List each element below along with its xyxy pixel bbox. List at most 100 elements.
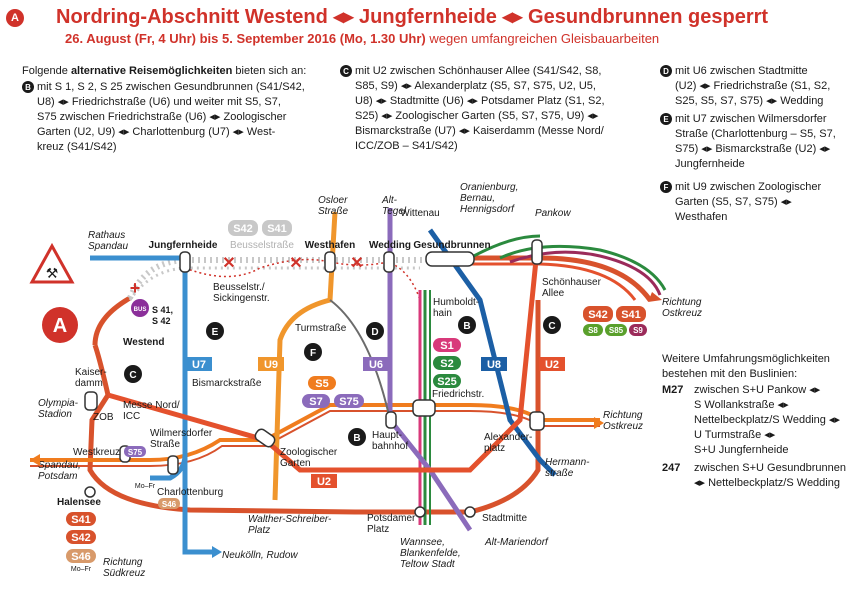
svg-text:B: B [353, 433, 360, 444]
badge-s75-westkreuz: S75 [124, 446, 146, 457]
bus-route-247: 247 zwischen S+U Gesundbrunnen ◂▸ Nettel… [662, 461, 862, 491]
option-c-line: Bismarckstraße (U7) ◂▸ Kaiserdamm (Messe… [355, 125, 604, 137]
closure-mark: ✕ [289, 255, 302, 272]
badge-ring-s9: S9 [629, 324, 647, 336]
badge-ring-s85: S85 [605, 324, 627, 336]
option-d-badge: D [660, 65, 672, 78]
page-subtitle: 26. August (Fr, 4 Uhr) bis 5. September … [65, 31, 659, 46]
s-line-ostkreuz-green [499, 244, 667, 291]
option-d-line: mit U6 zwischen Stadtmitte [675, 65, 808, 77]
badge-halensee-s46: S46 [66, 549, 96, 563]
badge-u2-east: U2 [539, 357, 565, 371]
svg-text:S7: S7 [309, 396, 322, 408]
bus-intro-line: bestehen mit den Buslinien: [662, 368, 798, 380]
station-messe-nord [84, 391, 98, 411]
svg-text:S2: S2 [440, 358, 453, 370]
label-olympia-stadion: Olympia-Stadion [38, 398, 79, 420]
option-e-line: Straße (Charlottenburg – S5, S7, [675, 128, 836, 140]
option-c-line: mit U2 zwischen Schönhauser Allee (S41/S… [355, 65, 602, 77]
label-humboldthain: Humboldt-hain [433, 297, 479, 319]
label-wedding: Wedding [369, 240, 411, 251]
badge-ring-s42: S42 [583, 306, 613, 322]
ring-line-west-low [92, 344, 111, 396]
badge-halensee-s42: S42 [66, 530, 96, 544]
u9-line [272, 211, 338, 501]
option-d-line: S25, S5, S7, S75) ◂▸ Wedding [675, 95, 824, 107]
marker-a-label: A [53, 315, 67, 337]
station-friedrichstrasse [412, 399, 436, 417]
badge-s25: S25 [433, 374, 461, 388]
bus-route-line: zwischen S+U Gesundbrunnen [694, 462, 846, 474]
svg-text:S85: S85 [609, 326, 624, 335]
label-wannsee: Wannsee,Blankenfelde,Teltow Stadt [400, 537, 461, 570]
svg-text:U7: U7 [192, 359, 206, 371]
marker-b: B [458, 316, 476, 334]
svg-text:S75: S75 [339, 396, 359, 408]
label-oranienburg: Oranienburg,Bernau,Hennigsdorf [460, 182, 518, 215]
option-b-line: mit S 1, S 2, S 25 zwischen Gesundbrunne… [37, 81, 305, 93]
label-alt-tegel: Alt-Tegel [381, 195, 407, 217]
option-e-line: S75) ◂▸ Bismarckstraße (U2) ◂▸ [675, 143, 831, 155]
station-schoenhauser-allee [531, 239, 543, 265]
hospital-cross-icon: + [130, 278, 141, 298]
ring-line-south [87, 300, 541, 515]
label-halensee: Halensee [57, 497, 101, 508]
label-hauptbahnhof: Haupt-bahnhof [372, 430, 408, 452]
svg-text:S41: S41 [621, 309, 641, 321]
option-c-line: ICC/ZOB – S41/S42) [355, 140, 458, 152]
option-b-line: kreuz (S41/S42) [37, 141, 117, 153]
option-e-line: Jungfernheide [675, 158, 745, 170]
svg-text:C: C [129, 370, 136, 381]
closed-s42-label: S42 [233, 223, 253, 235]
bus-info: Weitere Umfahrungsmöglichkeiten bestehen… [662, 352, 862, 491]
svg-text:S41: S41 [71, 514, 91, 526]
svg-text:U6: U6 [369, 359, 383, 371]
marker-e: E [206, 322, 224, 340]
marker-d: D [366, 322, 384, 340]
svg-text:U2: U2 [545, 359, 559, 371]
svg-text:S8: S8 [588, 326, 598, 335]
intro-pre: Folgende [22, 65, 71, 77]
station-charlottenburg [167, 455, 179, 475]
svg-text:U8: U8 [487, 359, 501, 371]
header-badge: A [6, 9, 24, 27]
bus-route-line: U Turmstraße ◂▸ [694, 429, 776, 441]
label-alexanderplatz: Alexander-platz [484, 432, 532, 454]
badge-u6: U6 [363, 357, 389, 371]
closed-ring-section-2 [128, 266, 420, 301]
station-westhafen [324, 251, 336, 273]
badge-ring-s41: S41 [616, 306, 646, 322]
ring-line-north-east [430, 255, 653, 302]
station-halensee [84, 486, 96, 498]
label-westhafen: Westhafen [305, 240, 355, 251]
badge-u7: U7 [186, 357, 212, 371]
station-zoo [254, 428, 276, 448]
svg-text:C: C [548, 321, 555, 332]
option-f-line: Garten (S5, S7, S75) ◂▸ [675, 196, 792, 208]
label-turmstrasse: Turmstraße [295, 323, 347, 334]
u7-line-south [182, 455, 215, 555]
label-zob: ZOB [93, 412, 114, 423]
label-spandau-potsdam: Spandau,Potsdam [38, 460, 81, 482]
subtitle-dates: 26. August (Fr, 4 Uhr) bis 5. September … [65, 31, 426, 46]
closed-station-beusselstrasse: Beusselstraße [230, 240, 294, 251]
badge-s2: S2 [433, 356, 461, 370]
halensee-mofr-label: Mo–Fr [71, 566, 92, 573]
bus-route-line: Nettelbeckplatz/S Wedding ◂▸ [694, 414, 840, 426]
option-f-line: Westhafen [675, 211, 728, 223]
label-wittenau: Wittenau [400, 208, 439, 219]
worker-icon: ⚒ [46, 265, 59, 281]
u8-line [427, 228, 557, 477]
svg-text:D: D [371, 327, 378, 338]
svg-text:S42: S42 [588, 309, 608, 321]
badge-s75: S75 [334, 394, 364, 408]
label-hermannstrasse: Hermann-straße [545, 457, 590, 479]
svg-text:S46: S46 [71, 551, 91, 563]
